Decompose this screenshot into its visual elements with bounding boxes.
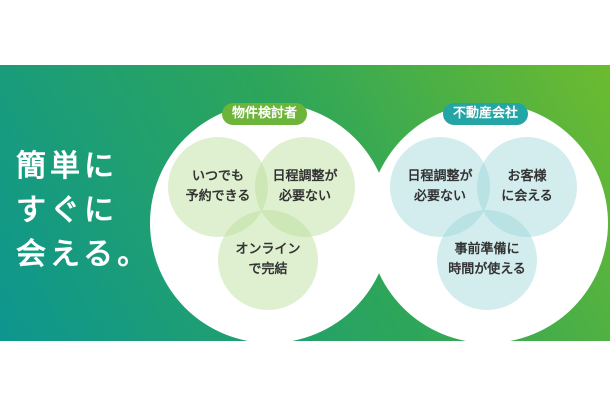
agency-benefit-no-scheduling: 日程調整が 必要ない <box>390 137 490 237</box>
agency-benefit-prep-time: 事前準備に 時間が使える <box>437 210 537 310</box>
buyer-benefit-label: オンライン で完結 <box>235 242 301 277</box>
agency-benefit-label: 日程調整が 必要ない <box>407 169 473 204</box>
buyer-benefit-online: オンライン で完結 <box>218 210 318 310</box>
buyer-benefit-label: いつでも 予約できる <box>185 169 251 204</box>
headline-line-2: すぐに <box>16 193 118 228</box>
buyer-tag: 物件検討者 <box>222 103 308 125</box>
agency-circle <box>368 103 608 341</box>
agency-benefit-meet-customers: お客様 に会える <box>477 137 577 237</box>
buyer-benefit-no-scheduling: 日程調整が 必要ない <box>255 137 355 237</box>
hero-banner: 簡単に すぐに 会える。 いつでも 予約できる 日程調整が 必要ない オンライン… <box>0 65 610 341</box>
headline: 簡単に すぐに 会える。 <box>16 145 151 277</box>
buyer-circle <box>150 103 390 341</box>
headline-line-3: 会える。 <box>16 237 152 272</box>
agency-tag: 不動産会社 <box>443 103 529 125</box>
buyer-benefit-anytime-booking: いつでも 予約できる <box>168 137 268 237</box>
agency-benefit-label: 事前準備に 時間が使える <box>448 242 526 277</box>
buyer-benefit-label: 日程調整が 必要ない <box>272 169 338 204</box>
headline-line-1: 簡単に <box>16 149 118 184</box>
agency-benefit-label: お客様 に会える <box>501 169 553 204</box>
